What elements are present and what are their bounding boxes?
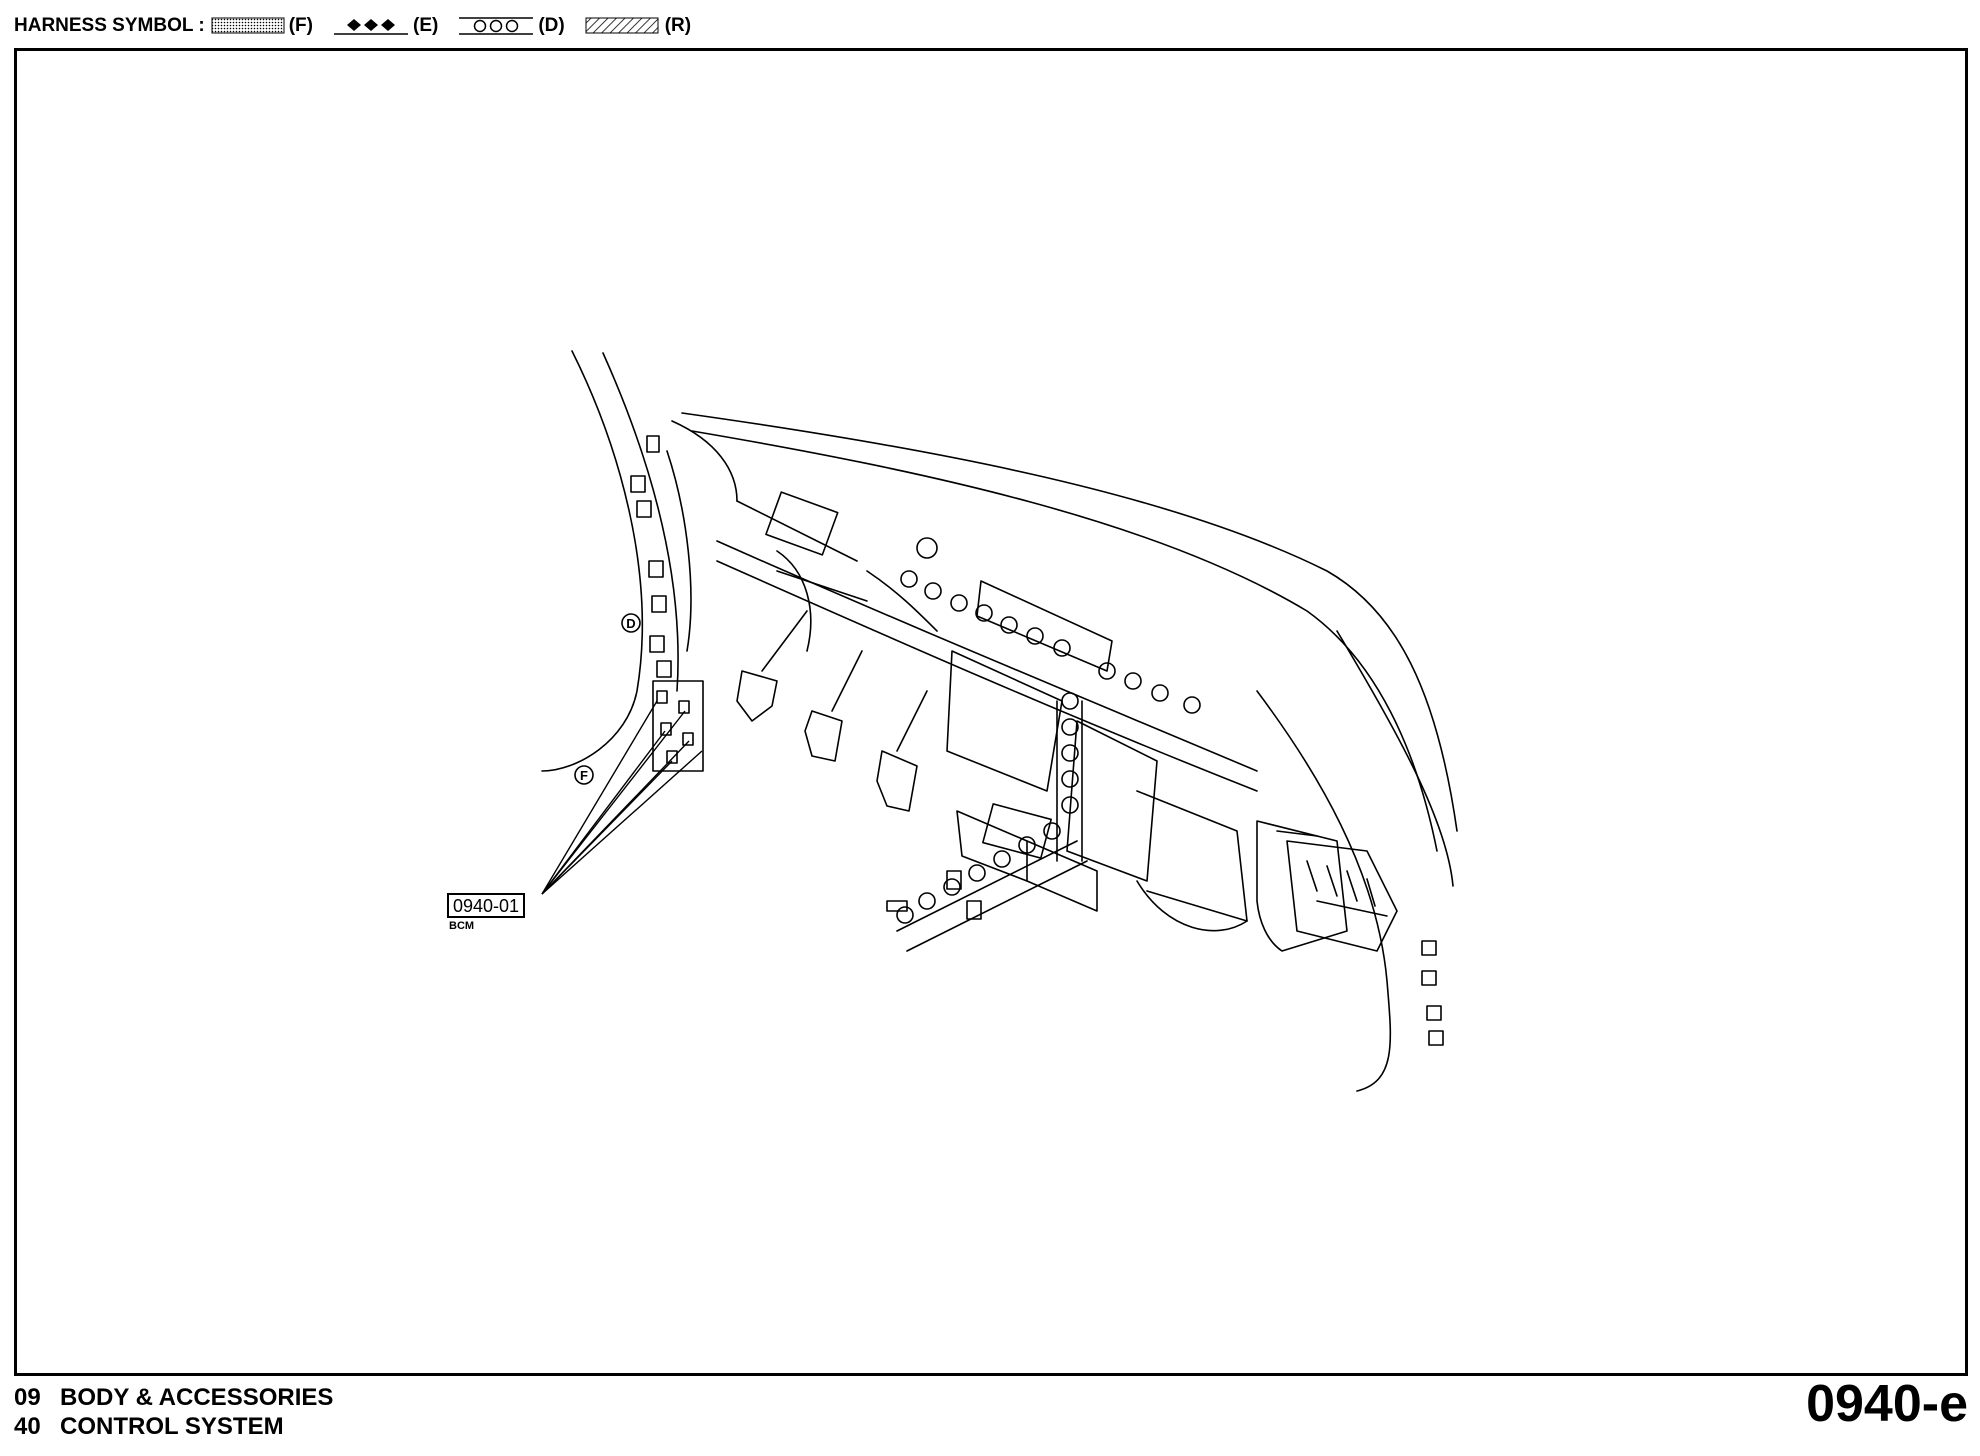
legend-item-d: (D) (458, 15, 565, 37)
d-harness-run (896, 537, 1201, 924)
section-1-title: BODY & ACCESSORIES (60, 1384, 334, 1411)
control-module (982, 803, 1052, 859)
legend-item-r: (R) (585, 15, 691, 37)
callout-leader-lines (541, 700, 703, 895)
left-pillar-outline (541, 350, 644, 772)
footer-section-2: 40 CONTROL SYSTEM (14, 1412, 333, 1441)
legend-label-e: (E) (413, 15, 439, 36)
pedal-3 (876, 750, 918, 812)
section-2-title: CONTROL SYSTEM (60, 1413, 284, 1440)
legend-item-f: (F) (211, 15, 313, 37)
harness-symbol-legend: HARNESS SYMBOL : (F) (E) (D) (14, 12, 711, 40)
harness-marker-f: F (574, 765, 594, 785)
page-code: 0940-e (1806, 1375, 1968, 1433)
legend-label-r: (R) (664, 15, 692, 36)
harness-marker-d-label: D (626, 616, 635, 631)
circle-line-symbol-icon (459, 17, 534, 35)
pedal-2 (804, 710, 843, 762)
dotted-band-symbol-icon (211, 17, 285, 34)
callout-component-name: BCM (449, 920, 475, 932)
diagram-frame: D F 0940-01 BCM (14, 48, 1968, 1376)
bcm-connector-cluster (652, 680, 704, 772)
callout-code: 0940-01 (447, 893, 526, 918)
hatched-band-symbol-icon (585, 17, 659, 34)
steering-column (946, 650, 1063, 792)
diamond-line-symbol-icon (334, 19, 408, 35)
legend-label-f: (F) (288, 15, 313, 36)
section-2-number: 40 (14, 1413, 41, 1440)
dash-beam (716, 540, 1258, 772)
relay-module (765, 491, 839, 556)
bcm-callout[interactable]: 0940-01 BCM (447, 893, 526, 932)
center-stack (1066, 720, 1158, 882)
harness-marker-f-label: F (580, 768, 588, 783)
legend-title: HARNESS SYMBOL : (14, 15, 205, 36)
harness-marker-d: D (621, 613, 641, 633)
section-1-number: 09 (14, 1384, 41, 1411)
instrument-cluster-hood (976, 580, 1113, 672)
footer-section-1: 09 BODY & ACCESSORIES (14, 1383, 333, 1412)
harness-layout-drawing: D F (541, 350, 1458, 1092)
right-pillar-outline (1256, 690, 1392, 1092)
pedal-1 (736, 670, 778, 722)
legend-item-e: (E) (333, 15, 438, 37)
legend-label-d: (D) (538, 15, 565, 36)
windshield-edge (681, 412, 1458, 832)
section-footer: 09 BODY & ACCESSORIES 40 CONTROL SYSTEM (14, 1383, 333, 1441)
connector (646, 435, 660, 453)
